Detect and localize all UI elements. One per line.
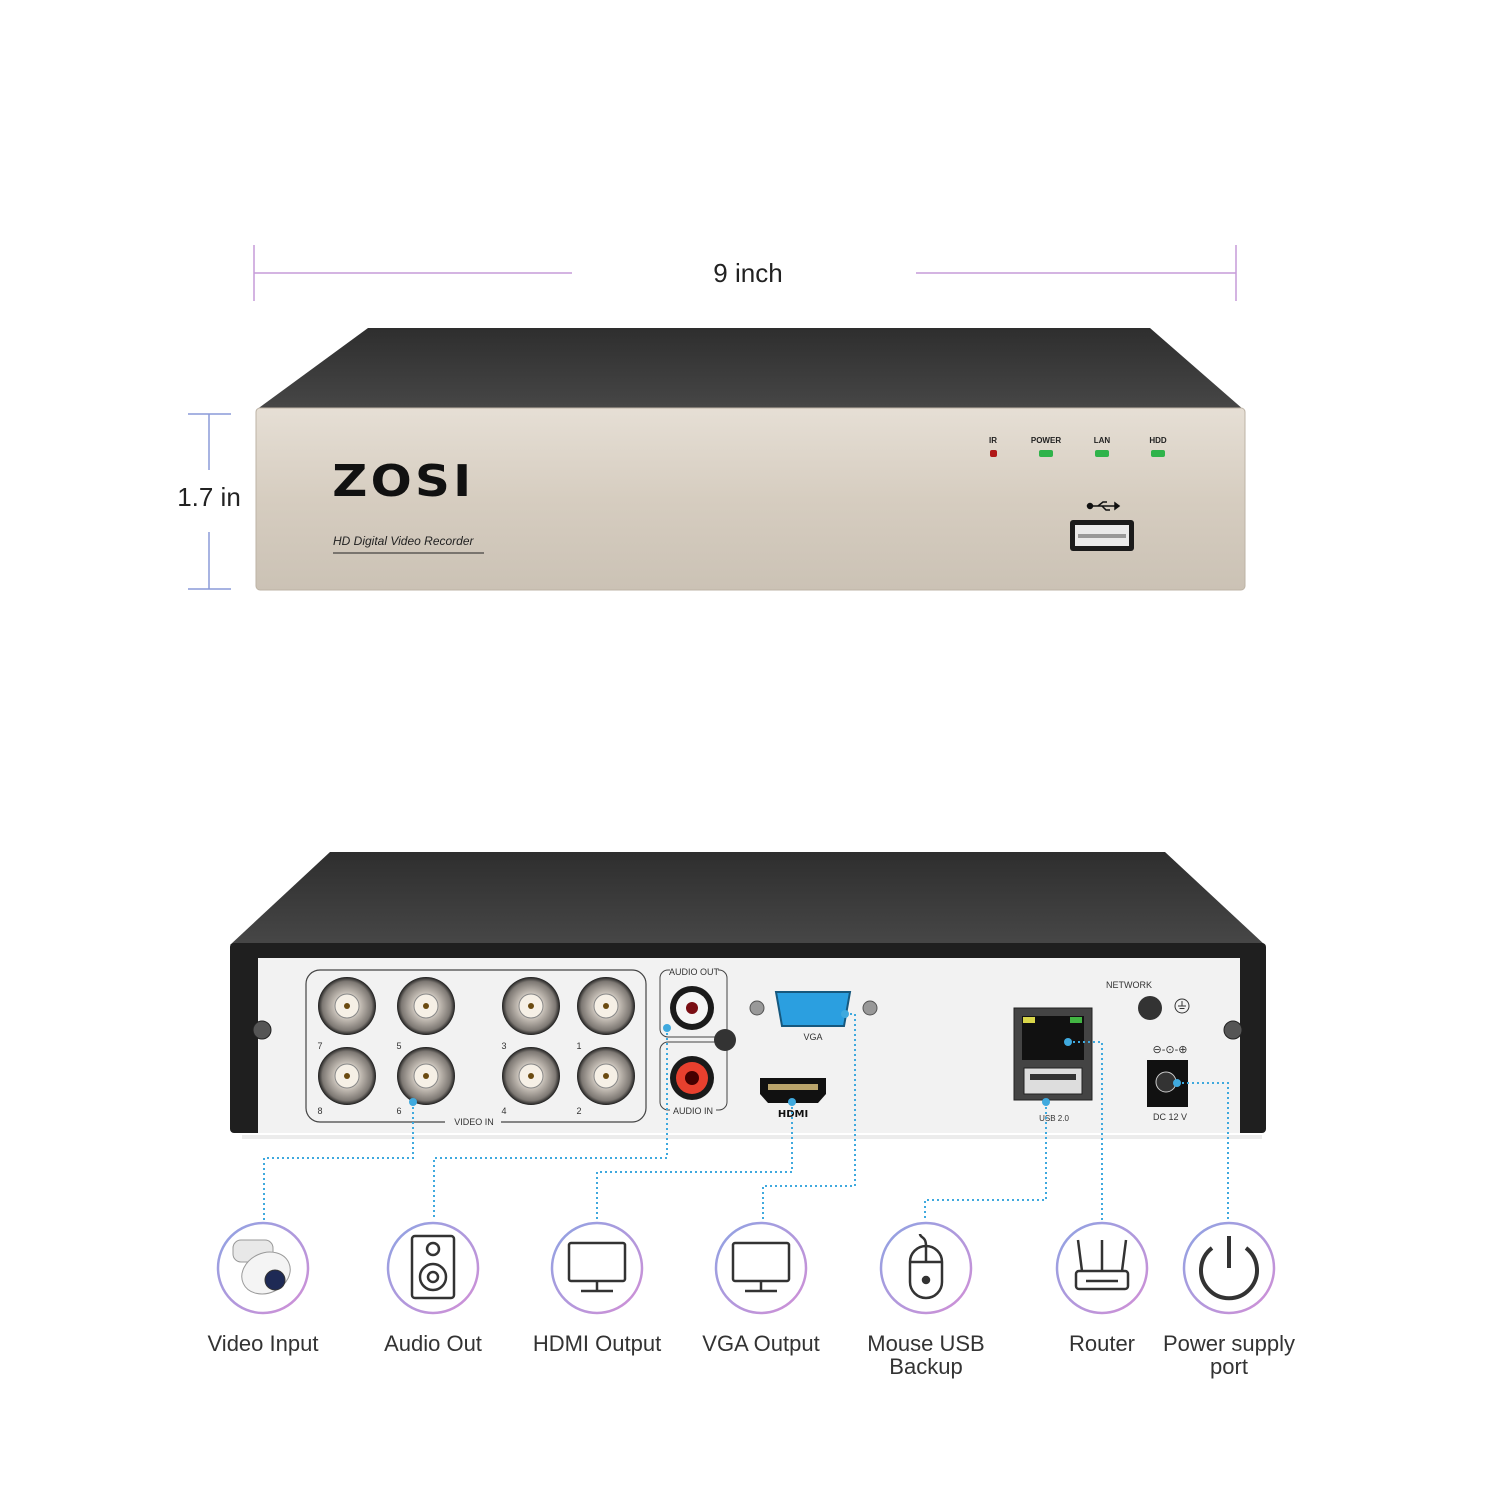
connection-label: Mouse USB [867,1331,984,1356]
connection-label: HDMI Output [533,1331,661,1356]
ground-icon [1174,998,1190,1014]
usb-icon [1086,501,1121,511]
speaker-icon [410,1234,456,1300]
connection-item: HDMI Output [533,1221,661,1356]
mouse-icon [908,1233,944,1300]
screw-icon [714,1029,736,1051]
video-in-label: VIDEO IN [454,1117,494,1127]
bnc-video-input[interactable] [397,977,455,1035]
connection-label: Video Input [208,1331,319,1356]
hdmi-port[interactable] [760,1078,826,1103]
channel-number: 5 [396,1041,401,1051]
audio-out-port[interactable] [670,986,714,1030]
connection-item: Audio Out [384,1221,482,1356]
svg-text:LAN: LAN [1094,436,1111,445]
bnc-video-input[interactable] [577,977,635,1035]
connection-item: Router [1055,1221,1149,1356]
svg-text:POWER: POWER [1031,436,1061,445]
bnc-video-input[interactable] [502,977,560,1035]
connection-item: Video Input [208,1221,319,1356]
bnc-video-input[interactable] [318,1047,376,1105]
channel-number: 4 [501,1106,506,1116]
screw-icon [252,1020,272,1040]
audio-out-label: AUDIO OUT [669,967,720,977]
brand-logo: ZOSI [332,455,474,506]
led-power: POWER [1031,436,1061,457]
dvr-back: VIDEO IN 7 5 3 1 8 6 4 2 AUDIO OUT AUDIO IN VGA… [230,852,1266,1139]
screw-icon [1223,1020,1243,1040]
connection-label: VGA Output [702,1331,819,1356]
router-icon [1074,1239,1130,1291]
channel-number: 1 [576,1041,581,1051]
channel-number: 7 [317,1041,322,1051]
connection-label: port [1210,1354,1248,1379]
connection-label: Backup [889,1354,962,1379]
height-dimension [188,413,231,590]
bnc-video-input[interactable] [318,977,376,1035]
connection-label: Router [1069,1331,1135,1356]
led-hdd: HDD [1149,436,1167,457]
front-usb-port[interactable] [1070,520,1134,551]
svg-text:IR: IR [989,436,997,445]
channel-number: 2 [576,1106,581,1116]
channel-number: 8 [317,1106,322,1116]
usb-label: USB 2.0 [1039,1114,1069,1123]
dc-power-jack[interactable] [1147,1060,1188,1107]
product-subtitle: HD Digital Video Recorder [333,534,475,548]
connection-label: Audio Out [384,1331,482,1356]
vga-label: VGA [803,1032,822,1042]
rear-usb-port[interactable] [1023,1067,1083,1095]
bnc-video-input[interactable] [502,1047,560,1105]
connection-label: Power supply [1163,1331,1295,1356]
monitor-icon [731,1241,791,1293]
audio-in-label: AUDIO IN [673,1106,713,1116]
channel-number: 3 [501,1041,506,1051]
screw-icon [1138,996,1162,1020]
hdmi-logo: HDMI [778,1109,808,1120]
camera-icon [232,1239,291,1295]
svg-text:HDD: HDD [1149,436,1167,445]
network-label: NETWORK [1106,980,1152,990]
monitor-icon [567,1241,627,1293]
led-ir: IR [989,436,997,457]
power-icon [1199,1236,1259,1301]
width-label: 9 inch [713,258,782,288]
bnc-video-input[interactable] [577,1047,635,1105]
polarity-label: ⊖-⊙-⊕ [1153,1044,1188,1056]
dvr-front: ZOSI HD Digital Video Recorder IR POWER … [255,328,1246,591]
vga-port[interactable] [774,991,852,1027]
channel-number: 6 [396,1106,401,1116]
width-dimension [253,245,1237,301]
led-lan: LAN [1094,436,1111,457]
audio-in-port[interactable] [670,1056,714,1100]
connection-item: VGA Output [702,1221,820,1356]
bnc-video-input[interactable] [397,1047,455,1105]
connector-lines [263,1010,1229,1220]
dc-label: DC 12 V [1153,1112,1187,1122]
height-label: 1.7 in [177,482,241,512]
